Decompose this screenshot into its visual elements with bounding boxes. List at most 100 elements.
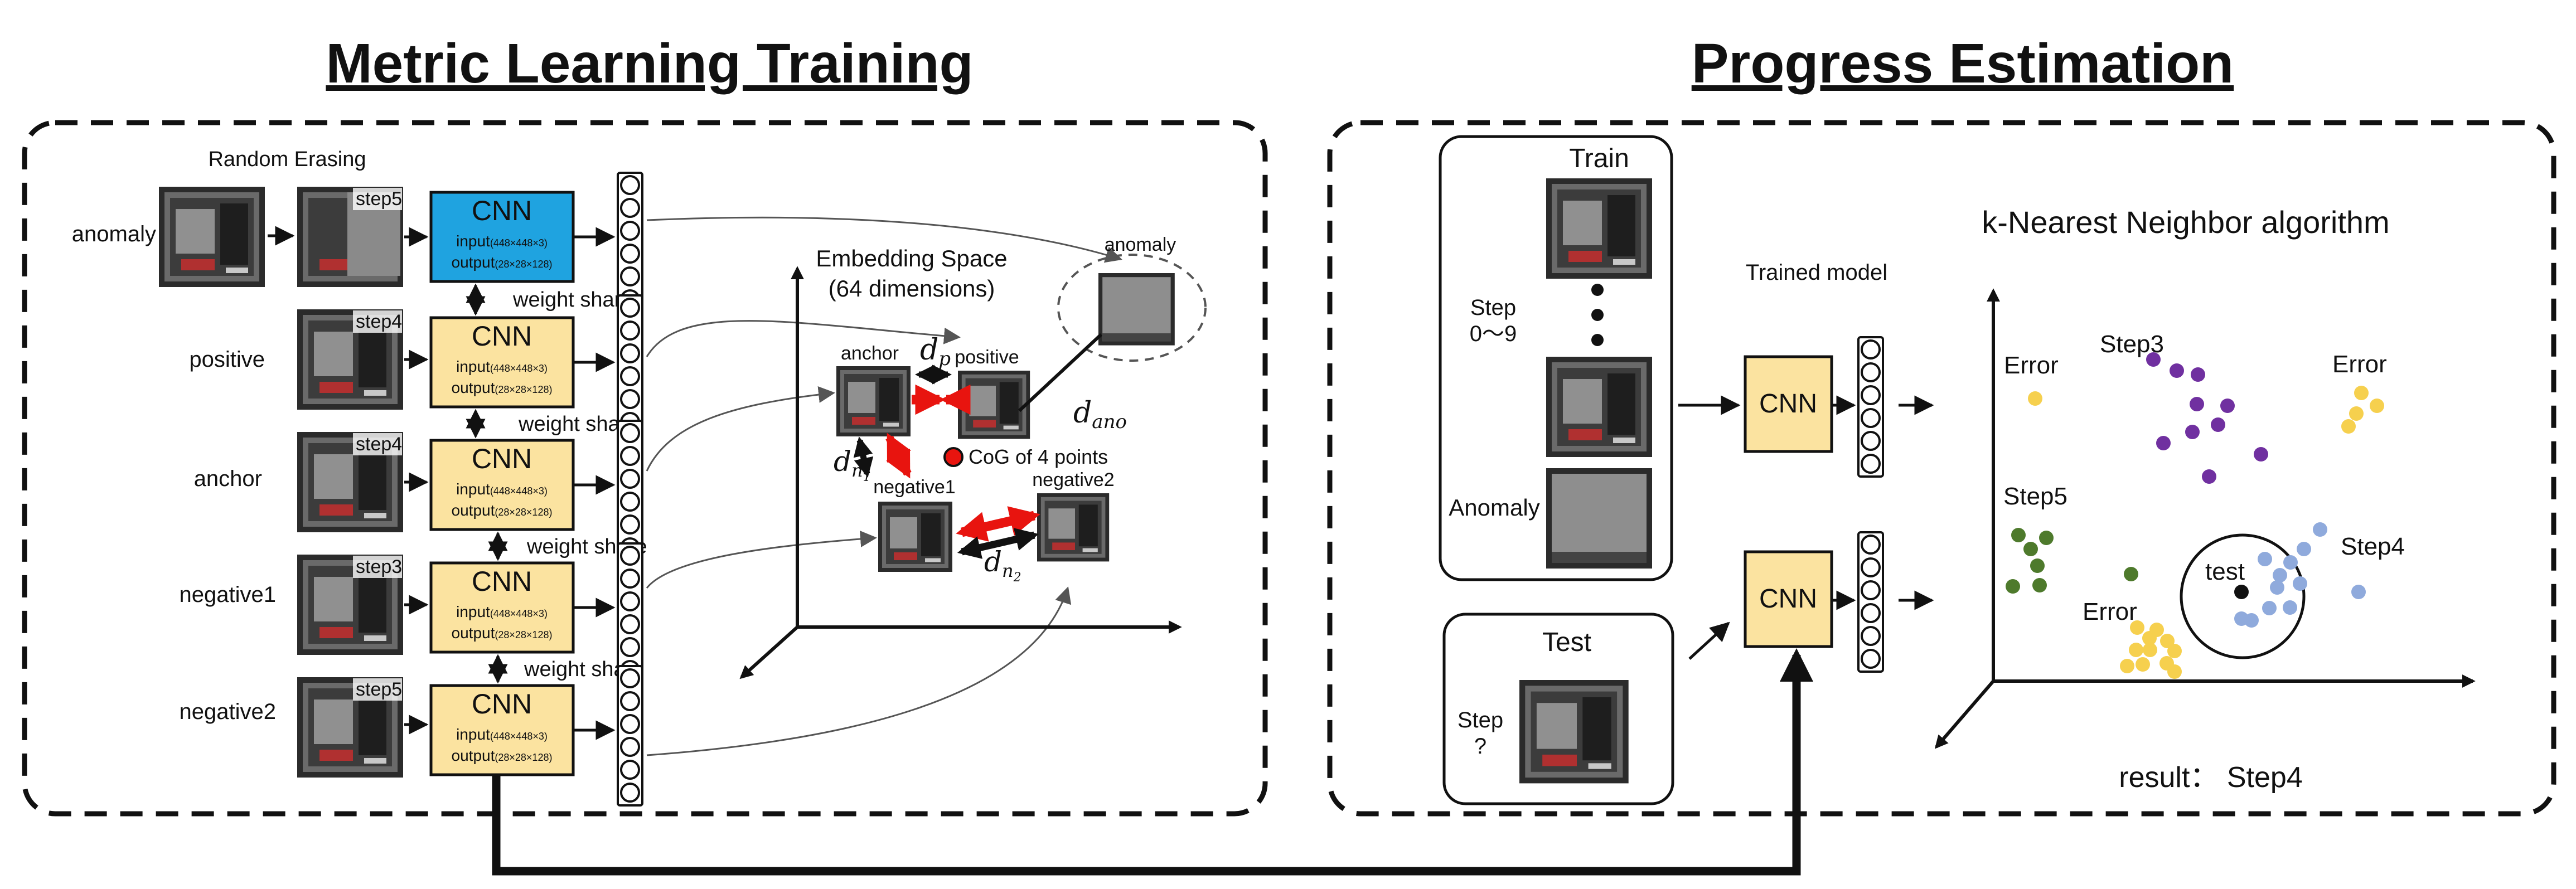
curve-negative2 — [646, 586, 1072, 756]
emb-anchor-label: anchor — [841, 343, 899, 364]
embedding-vectors — [617, 172, 643, 807]
embedding-vector-5-unit — [620, 737, 640, 757]
embedding-vector-4-unit — [620, 614, 640, 634]
cnn-title-4: CNN — [472, 566, 532, 597]
row-label-negative1: negative1 — [180, 582, 276, 607]
knn-error-top-right-point — [2354, 386, 2369, 400]
emb-negative2-image — [1037, 493, 1110, 562]
test-step-line2: ? — [1474, 734, 1486, 759]
knn-label-error-top-right: Error — [2332, 351, 2387, 378]
cnn-output-dims-5: (28×28×128) — [495, 752, 552, 763]
emb-title-line1: Embedding Space — [816, 245, 1007, 271]
svg-text:output(28×28×128): output(28×28×128) — [452, 624, 553, 642]
cnn-output-4: output — [452, 624, 495, 642]
step-tag-positive: step4 — [356, 311, 402, 332]
cnn-output-dims-3: (28×28×128) — [495, 507, 552, 518]
test-vector-bottom-unit — [1861, 603, 1881, 623]
svg-text:output(28×28×128): output(28×28×128) — [452, 254, 553, 271]
embedding-vector-5-unit — [620, 760, 640, 780]
knn-step5-point — [2039, 531, 2054, 545]
embedding-vector-3-unit — [620, 492, 640, 512]
dp-label: d — [920, 333, 938, 367]
right-cnn-bottom — [1744, 550, 1833, 648]
cnn-title-2: CNN — [472, 320, 532, 352]
knn-label-test: test — [2205, 558, 2245, 585]
svg-text:input(448×448×3): input(448×448×3) — [456, 232, 548, 250]
cnn-box-anomaly — [429, 191, 575, 283]
cnn-title-5: CNN — [472, 688, 532, 720]
svg-text:input(448×448×3): input(448×448×3) — [456, 726, 548, 743]
knn-points — [2006, 352, 2384, 679]
test-vector-bottom-unit — [1861, 557, 1881, 577]
knn-step5-point — [2023, 542, 2038, 556]
knn-step4-point — [2293, 576, 2307, 591]
cnn-input-dims-3: (448×448×3) — [490, 485, 548, 497]
cnn-title-1: CNN — [472, 195, 532, 226]
right-panel-border — [1327, 120, 2556, 817]
cnn-title-3: CNN — [472, 443, 532, 474]
knn-test-point — [2234, 585, 2249, 599]
emb-anomaly-label: anomaly — [1105, 234, 1176, 255]
trained-vector-top — [1857, 336, 1884, 478]
row-label-anchor: anchor — [194, 467, 262, 491]
knn-step4-point — [2351, 585, 2366, 599]
svg-text:dp: dp — [920, 333, 951, 370]
emb-axis-z — [739, 625, 799, 679]
embedding-vector-1-unit — [620, 175, 640, 195]
dn1-label: d — [834, 445, 851, 478]
cnn-input-dims-1: (448×448×3) — [490, 237, 548, 249]
cnn-output-dims-1: (28×28×128) — [495, 259, 552, 270]
row-label-positive: positive — [189, 347, 265, 372]
test-vector-bottom-unit — [1861, 649, 1881, 669]
train-label: Train — [1569, 144, 1629, 173]
embedding-vector-4-unit — [620, 546, 640, 566]
curve-positive — [646, 320, 961, 357]
ellipsis-dot-3 — [1591, 334, 1604, 346]
emb-negative2-label: negative2 — [1032, 469, 1114, 490]
dn2-black-arrow — [957, 528, 1039, 559]
knn-label-error-bottom: Error — [2083, 598, 2137, 625]
svg-text:input(448×448×3): input(448×448×3) — [456, 358, 548, 375]
dn2-red-arrow — [956, 506, 1040, 542]
dp-label-sub: p — [938, 348, 951, 370]
cnn-box-positive — [429, 316, 575, 409]
emb-positive-image — [958, 371, 1030, 439]
knn-step3-point — [2190, 397, 2204, 411]
embedding-vector-3-unit — [620, 469, 640, 489]
cnn-input-dims-4: (448×448×3) — [490, 608, 548, 619]
knn-error-bottom-point — [2130, 620, 2144, 635]
embedding-vector-2-unit — [620, 343, 640, 363]
embedding-vector-1-unit — [620, 244, 640, 264]
embedding-vector-4-unit — [620, 591, 640, 611]
train-image-2 — [1546, 357, 1652, 457]
cnn-input-dims-2: (448×448×3) — [490, 363, 548, 374]
right-title: Progress Estimation — [1692, 32, 2234, 95]
cnn-output-dims-4: (28×28×128) — [495, 629, 552, 640]
cnn-output-5: output — [452, 747, 495, 764]
knn-step5-point — [2030, 558, 2045, 573]
model-transfer-arrow — [492, 648, 1813, 876]
right-cnn-top — [1744, 355, 1833, 453]
svg-text:input(448×448×3): input(448×448×3) — [456, 480, 548, 498]
knn-error-bottom-point — [2120, 659, 2134, 673]
embedding-vector-5-unit — [620, 714, 640, 734]
knn-axis-z — [1934, 680, 1995, 749]
embedding-vector-5-unit — [620, 668, 640, 688]
train-image-1 — [1546, 178, 1652, 279]
embedding-vector-2 — [617, 294, 643, 436]
test-step-line1: Step — [1458, 708, 1503, 732]
embedding-vector-2-unit — [620, 320, 640, 341]
arrow-test-to-cnn — [1688, 621, 1730, 660]
knn-step3-point — [2202, 469, 2216, 484]
right-embedding-vectors — [1857, 336, 1884, 673]
knn-error-bottom-point — [2160, 634, 2175, 648]
knn-step3-point — [2254, 447, 2268, 461]
embedding-vector-1-unit — [620, 266, 640, 286]
knn-error-top-right-point — [2341, 419, 2356, 434]
knn-step4-point — [2313, 522, 2327, 537]
trained-vector-top-unit — [1861, 431, 1881, 451]
cog-marker — [943, 447, 963, 467]
emb-positive-label: positive — [955, 347, 1019, 368]
knn-step4-point — [2283, 555, 2298, 570]
knn-step4-point — [2283, 600, 2297, 615]
